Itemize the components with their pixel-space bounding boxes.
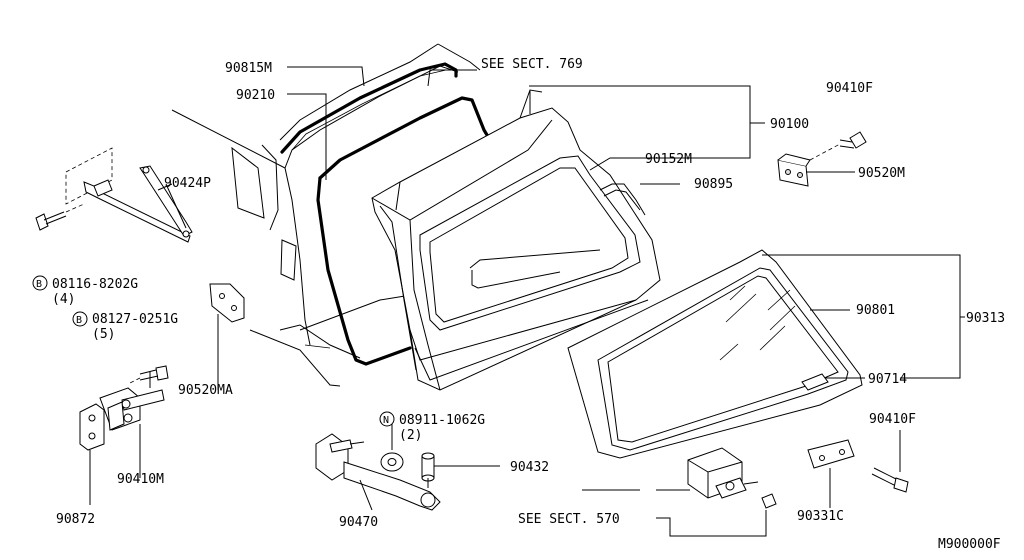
back-door-90100 (371, 89, 661, 391)
plate-90872 (79, 403, 105, 451)
bracket-90520MA (209, 283, 245, 323)
label-90100: 90100 (770, 117, 809, 132)
label-90520MA: 90520MA (178, 383, 233, 398)
diagram-id: M900000F (938, 537, 1001, 552)
hinge-90410M (99, 387, 165, 431)
striker-assembly (687, 447, 777, 509)
vehicle-body-outline (171, 43, 481, 387)
bracket-90520M (777, 153, 811, 187)
stay-90470 (315, 433, 441, 511)
nut-symbol-N (379, 411, 395, 427)
pin-90432 (421, 452, 435, 488)
leader-lines (89, 66, 965, 537)
back-window-glass-90801 (567, 249, 863, 459)
label-08911-1062G: 08911-1062G (399, 413, 485, 428)
part-labels: 90815M 90210 SEE SECT. 769 90100 90410F … (32, 57, 1005, 552)
label-90410F-top: 90410F (826, 81, 873, 96)
label-90470: 90470 (339, 515, 378, 530)
bolt-symbol-B-1 (32, 275, 48, 291)
label-90410F-bottom: 90410F (869, 412, 916, 427)
label-90424P: 90424P (164, 176, 211, 191)
label-08127-0251G: 08127-0251G (92, 312, 178, 327)
label-90872: 90872 (56, 512, 95, 527)
bolt-90410F-bottom (871, 467, 909, 493)
label-90152M: 90152M (645, 152, 692, 167)
label-90410M: 90410M (117, 472, 164, 487)
label-90331C: 90331C (797, 509, 844, 524)
label-see-sect-570: SEE SECT. 570 (518, 512, 620, 527)
label-90895: 90895 (694, 177, 733, 192)
label-08127-qty: (5) (92, 327, 115, 342)
label-08116-qty: (4) (52, 292, 75, 307)
label-see-sect-769: SEE SECT. 769 (481, 57, 583, 72)
label-90801: 90801 (856, 303, 895, 318)
weatherstrip-90210 (318, 96, 492, 180)
bolt-symbol-B-2 (72, 311, 88, 327)
bolt-08116-8202G (35, 203, 85, 231)
bolt-08127-0251G (127, 365, 169, 385)
label-90815M: 90815M (225, 61, 272, 76)
label-90714: 90714 (868, 372, 907, 387)
nut-08911-1062G (380, 452, 404, 472)
label-90210: 90210 (236, 88, 275, 103)
plate-90331C (807, 439, 855, 469)
label-90520M: 90520M (858, 166, 905, 181)
bolt-90410F-top (809, 131, 867, 161)
bolt-symbol-B-1-text: B (36, 279, 42, 290)
hinge-bracket-90424P (65, 147, 193, 243)
nut-symbol-N-text: N (383, 415, 389, 426)
label-90432: 90432 (510, 460, 549, 475)
moulding-90895 (599, 183, 646, 216)
bolt-symbol-B-2-text: B (76, 315, 82, 326)
label-08116-8202G: 08116-8202G (52, 277, 138, 292)
label-90313: 90313 (966, 311, 1005, 326)
label-08911-qty: (2) (399, 428, 422, 443)
